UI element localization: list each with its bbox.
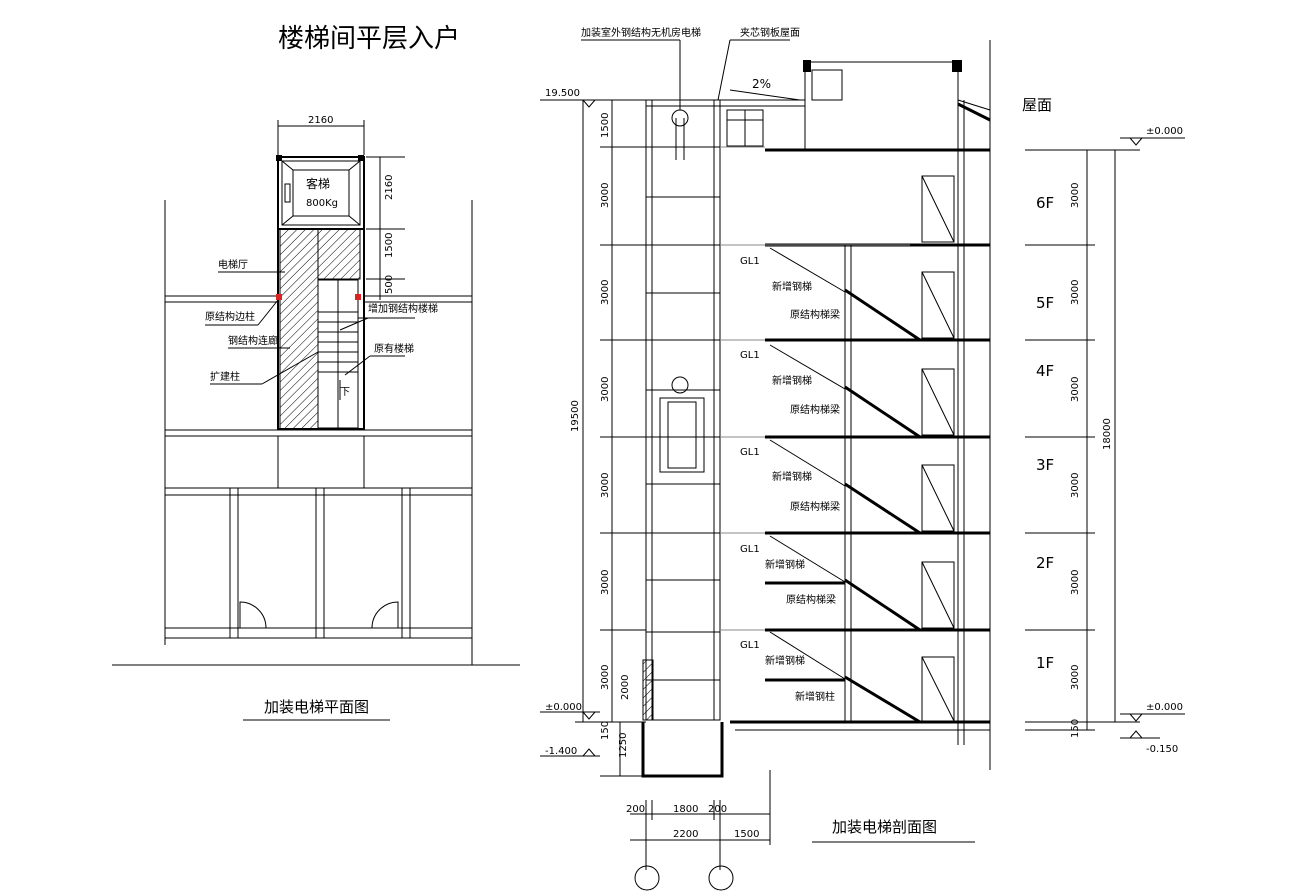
stair-note-beam-3f: 原结构梯梁 <box>790 500 840 513</box>
elevator-pit <box>641 722 724 778</box>
total-height-dim: 19500 <box>570 400 581 432</box>
elevator-shaft-inner <box>281 160 361 226</box>
stair-note-beam-2f: 原结构梯梁 <box>786 593 836 606</box>
top-note-roof: 夹芯钢板屋面 <box>740 26 800 39</box>
rdim-0: 3000 <box>1070 183 1081 208</box>
ldim-5: 3000 <box>600 570 611 595</box>
floor-3f: 3F <box>1036 456 1054 474</box>
stair-note-new-2f: 新增钢梯 <box>765 558 805 571</box>
plan-view: 楼梯间平层入户 客梯 800Kg 2160 2160 1500 500 <box>112 24 520 721</box>
note-new-col: 扩建柱 <box>210 370 240 383</box>
ldim-0: 1500 <box>600 113 611 138</box>
floor-slabs <box>730 148 990 724</box>
dim-gap: 500 <box>384 275 395 294</box>
rdim-5: 3000 <box>1070 665 1081 690</box>
floor-2f: 2F <box>1036 554 1054 572</box>
stair-note-new-5f: 新增钢梯 <box>772 280 812 293</box>
slope-label: 2% <box>752 77 771 91</box>
section-caption: 加装电梯剖面图 <box>832 818 937 836</box>
dim-hall-depth: 1500 <box>384 233 395 258</box>
rdim-4: 3000 <box>1070 570 1081 595</box>
pit-dim-1250: 1250 <box>618 733 629 758</box>
elev-roof-right: ±0.000 <box>1146 126 1183 137</box>
rdim-1: 3000 <box>1070 280 1081 305</box>
note-orig-stair: 原有楼梯 <box>374 342 414 355</box>
stair-note-new-4f: 新增钢梯 <box>772 374 812 387</box>
ldim-1: 3000 <box>600 183 611 208</box>
section-view: 加装室外钢结构无机房电梯 夹芯钢板屋面 2% <box>540 26 1185 891</box>
gl-label-2f: GL1 <box>740 544 760 555</box>
section-stairs <box>765 247 921 724</box>
steel-corridor-hatch <box>279 228 319 430</box>
section-doors <box>921 175 955 722</box>
elev-pit: -1.400 <box>545 746 577 757</box>
axis-bubble-1 <box>634 865 660 891</box>
gl-label-4f: GL1 <box>740 350 760 361</box>
stair-note-new-1f: 新增钢梯 <box>765 654 805 667</box>
floor-6f: 6F <box>1036 194 1054 212</box>
elev-top: 19.500 <box>545 88 580 99</box>
right-total-dim: 18000 <box>1102 418 1113 450</box>
dim-shaft-depth: 2160 <box>384 175 395 200</box>
bdim-1500: 1500 <box>734 829 759 840</box>
ldim-3: 3000 <box>600 377 611 402</box>
stair-note-beam-5f: 原结构梯梁 <box>790 308 840 321</box>
floor-5f: 5F <box>1036 294 1054 312</box>
ldim-6: 3000 <box>600 665 611 690</box>
rdim-6: 150 <box>1070 719 1081 738</box>
stair-note-new-3f: 新增钢梯 <box>772 470 812 483</box>
gl-label-3f: GL1 <box>740 447 760 458</box>
pit-dim-150: 150 <box>600 721 611 740</box>
elev-ground: ±0.000 <box>545 702 582 713</box>
elevator-car <box>659 397 705 473</box>
plan-title: 楼梯间平层入户 <box>278 24 460 54</box>
bdim-200a: 200 <box>626 804 645 815</box>
note-orig-col: 原结构边柱 <box>205 310 255 323</box>
car-label: 客梯 <box>306 176 330 191</box>
ldim-2: 3000 <box>600 280 611 305</box>
roof-label: 屋面 <box>1022 96 1052 114</box>
gl-label-1f: GL1 <box>740 640 760 651</box>
top-note-elevator: 加装室外钢结构无机房电梯 <box>581 26 701 39</box>
note-new-stair: 增加钢结构楼梯 <box>368 302 438 315</box>
rdim-2: 3000 <box>1070 377 1081 402</box>
gl-label-5f: GL1 <box>740 256 760 267</box>
section-shaft <box>645 99 721 721</box>
bdim-200b: 200 <box>708 804 727 815</box>
rdim-3: 3000 <box>1070 473 1081 498</box>
plan-caption: 加装电梯平面图 <box>264 698 369 716</box>
dim-shaft-width: 2160 <box>308 115 333 126</box>
note-hall: 电梯厅 <box>218 258 248 271</box>
car-capacity: 800Kg <box>306 198 338 209</box>
axis-bubble-2 <box>708 865 734 891</box>
shaft-rungs <box>646 146 720 681</box>
bdim-2200: 2200 <box>673 829 698 840</box>
floor-1f: 1F <box>1036 654 1054 672</box>
floor-4f: 4F <box>1036 362 1054 380</box>
pit-dim-2000: 2000 <box>620 675 631 700</box>
elev-ground-right: ±0.000 <box>1146 702 1183 713</box>
elev-outside-right: -0.150 <box>1146 744 1178 755</box>
plan-down-label: 下 <box>340 387 350 398</box>
stair-note-col-1f: 新增钢柱 <box>795 690 835 703</box>
stair-note-beam-4f: 原结构梯梁 <box>790 403 840 416</box>
note-steel-corridor: 钢结构连廊 <box>228 334 278 347</box>
ldim-4: 3000 <box>600 473 611 498</box>
bdim-1800: 1800 <box>673 804 698 815</box>
plan-stair-treads <box>318 311 358 373</box>
